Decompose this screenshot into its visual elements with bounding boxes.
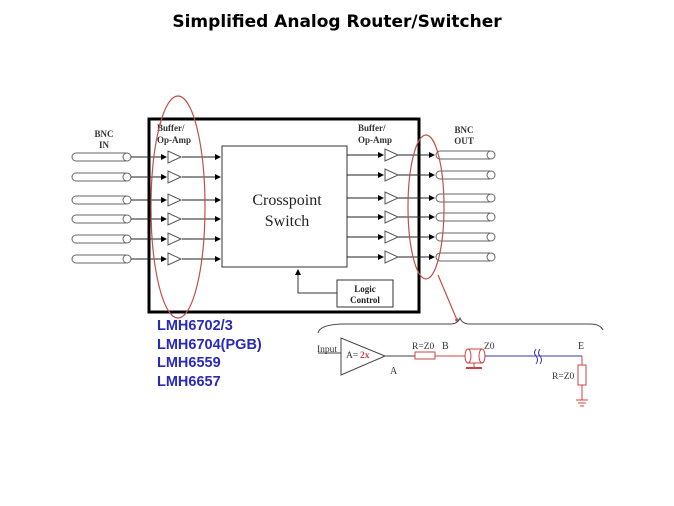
- output-buffer-label-line1: Buffer/: [358, 123, 386, 133]
- line-break-icon: [534, 348, 542, 365]
- output-buffer-highlight: [407, 134, 445, 280]
- cable-impedance-label: Z0: [484, 342, 495, 352]
- amp-gain-value: 2x: [360, 351, 370, 361]
- bnc-in-connector-end: [122, 254, 132, 264]
- output-buffer-amp: [384, 210, 400, 224]
- input-label: Input: [317, 345, 337, 355]
- bnc-in-connector-end: [122, 195, 132, 205]
- input-buffer-amp: [167, 170, 183, 184]
- bnc-in-connector-end: [122, 172, 132, 182]
- output-buffer-amp: [384, 168, 400, 182]
- logic-control-label-line1: Logic: [354, 284, 376, 294]
- node-e-label: E: [578, 341, 584, 352]
- bnc-in-connector: [71, 234, 126, 244]
- part-number: LMH6704(PGB): [157, 336, 262, 353]
- input-buffer-amp: [167, 212, 183, 226]
- part-number: LMH6657: [157, 373, 221, 390]
- amp-gain-prefix: A=: [346, 351, 358, 361]
- logic-control-block: [336, 279, 394, 308]
- input-buffer-label-line1: Buffer/: [157, 123, 185, 133]
- detail-amplifier: [340, 337, 387, 376]
- bnc-out-label-line2: OUT: [454, 136, 474, 146]
- logic-control-label-line2: Control: [350, 295, 380, 305]
- part-number-list: LMH6702/3 LMH6704(PGB) LMH6559 LMH6657: [157, 317, 262, 391]
- part-number: LMH6702/3: [157, 318, 233, 334]
- bnc-out-connector-end: [486, 252, 496, 262]
- output-buffer-amp: [384, 148, 400, 162]
- crosspoint-switch-block: [221, 145, 348, 268]
- channel-group: [71, 148, 496, 266]
- bnc-out-connector-end: [486, 150, 496, 160]
- bnc-out-connector: [435, 212, 490, 222]
- bnc-out-connector-end: [486, 212, 496, 222]
- bnc-out-connector: [435, 193, 490, 203]
- input-buffer-amp: [167, 150, 183, 164]
- logic-control-wire: [295, 269, 337, 294]
- bnc-out-label-line1: BNC: [454, 125, 473, 135]
- node-b-label: B: [442, 341, 449, 352]
- bnc-in-connector-end: [122, 214, 132, 224]
- bnc-out-connector: [435, 252, 490, 262]
- termination-resistor-label: R=Z0: [552, 372, 574, 382]
- input-buffer-highlight: [150, 95, 206, 319]
- bnc-out-connector-end: [486, 232, 496, 242]
- output-buffer-amp: [384, 250, 400, 264]
- crosspoint-label-line1: Crosspoint: [252, 192, 322, 209]
- coax-cable-icon: [464, 348, 486, 369]
- ground-icon: [576, 399, 588, 407]
- bnc-out-connector-end: [486, 193, 496, 203]
- bnc-in-label-line1: BNC: [94, 129, 113, 139]
- bnc-in-connector-end: [122, 152, 132, 162]
- crosspoint-label-line2: Switch: [265, 213, 309, 230]
- output-buffer-amp: [384, 191, 400, 205]
- detail-brace: [317, 316, 604, 334]
- bnc-in-connector: [71, 195, 126, 205]
- slide-title: Simplified Analog Router/Switcher: [172, 12, 502, 32]
- bnc-out-connector-end: [486, 170, 496, 180]
- bnc-in-label-line2: IN: [99, 140, 110, 150]
- bnc-in-connector-end: [122, 234, 132, 244]
- bnc-out-connector: [435, 150, 490, 160]
- bnc-out-connector: [435, 170, 490, 180]
- bnc-in-connector: [71, 214, 126, 224]
- bnc-out-connector: [435, 232, 490, 242]
- series-resistor-label: R=Z0: [412, 342, 434, 352]
- bnc-in-connector: [71, 152, 126, 162]
- part-number: LMH6559: [157, 355, 221, 371]
- input-buffer-amp: [167, 193, 183, 207]
- bnc-in-connector: [71, 254, 126, 264]
- node-a-label: A: [390, 366, 398, 377]
- router-enclosure: [147, 117, 421, 314]
- series-resistor: [414, 351, 436, 360]
- output-buffer-label-line2: Op-Amp: [358, 135, 392, 145]
- input-buffer-amp: [167, 252, 183, 266]
- input-buffer-amp: [167, 232, 183, 246]
- input-buffer-label-line2: Op-Amp: [157, 135, 191, 145]
- output-buffer-amp: [384, 230, 400, 244]
- callout-arrow: [437, 274, 458, 321]
- termination-resistor: [577, 364, 587, 386]
- bnc-in-connector: [71, 172, 126, 182]
